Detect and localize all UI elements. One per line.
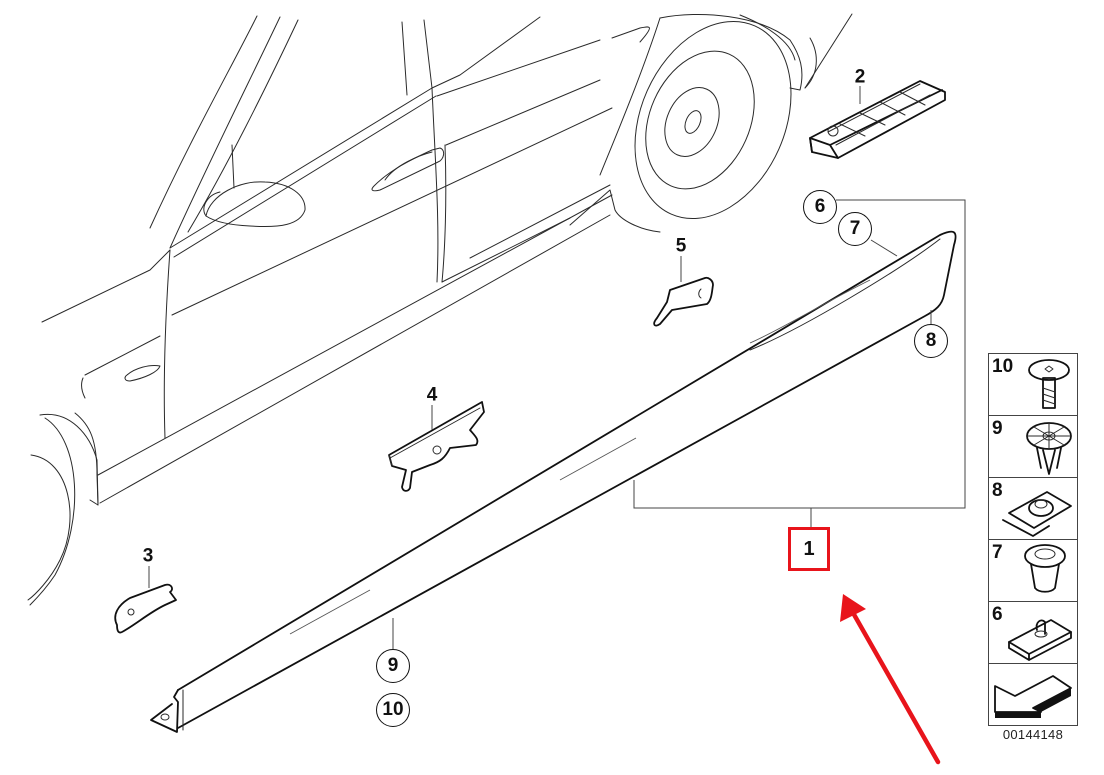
part-label-7: 7: [838, 212, 872, 246]
part-label-5: 5: [675, 235, 687, 257]
part-label-6: 6: [803, 190, 837, 224]
screw-icon: [1028, 359, 1070, 409]
part-label-8: 8: [914, 324, 948, 358]
red-pointer-arrow: [840, 594, 941, 765]
legend-item-6: 6: [988, 602, 1078, 664]
catalog-number: 00144148: [1002, 727, 1064, 742]
legend-item-7: 7: [988, 540, 1078, 602]
legend-number: 8: [992, 480, 1003, 501]
legend-item-direction: [988, 664, 1078, 726]
part-label-3: 3: [142, 545, 154, 567]
car-body-outline: [27, 13, 853, 606]
highlighted-part-1-callout[interactable]: 1: [788, 527, 830, 571]
part-label-9: 9: [376, 649, 410, 683]
part-label-10: 10: [376, 693, 410, 727]
legend-item-9: 9: [988, 416, 1078, 478]
grommet-icon: [1024, 544, 1066, 593]
part-label-2: 2: [854, 66, 866, 88]
expanding-rivet-icon: [1026, 422, 1072, 475]
clip-icon: [1008, 619, 1072, 661]
part-3-bracket: [114, 566, 177, 634]
clip-nut-icon: [1002, 491, 1072, 537]
legend-item-8: 8: [988, 478, 1078, 540]
legend-item-10: 10: [988, 353, 1078, 416]
legend-number: 9: [992, 418, 1003, 439]
part-4-bracket: [388, 401, 485, 492]
part-5-bracket: [653, 256, 714, 327]
part-2-support-bracket: [809, 80, 946, 159]
legend-number: 7: [992, 542, 1003, 563]
fastener-legend: 10 9 8 7 6: [988, 353, 1078, 726]
legend-number: 6: [992, 604, 1003, 625]
direction-arrow-icon: [994, 675, 1072, 718]
legend-number: 10: [992, 356, 1014, 377]
part-label-4: 4: [426, 384, 438, 406]
part-1-side-sill-trim: [150, 230, 957, 733]
leader-lines: [392, 199, 966, 649]
